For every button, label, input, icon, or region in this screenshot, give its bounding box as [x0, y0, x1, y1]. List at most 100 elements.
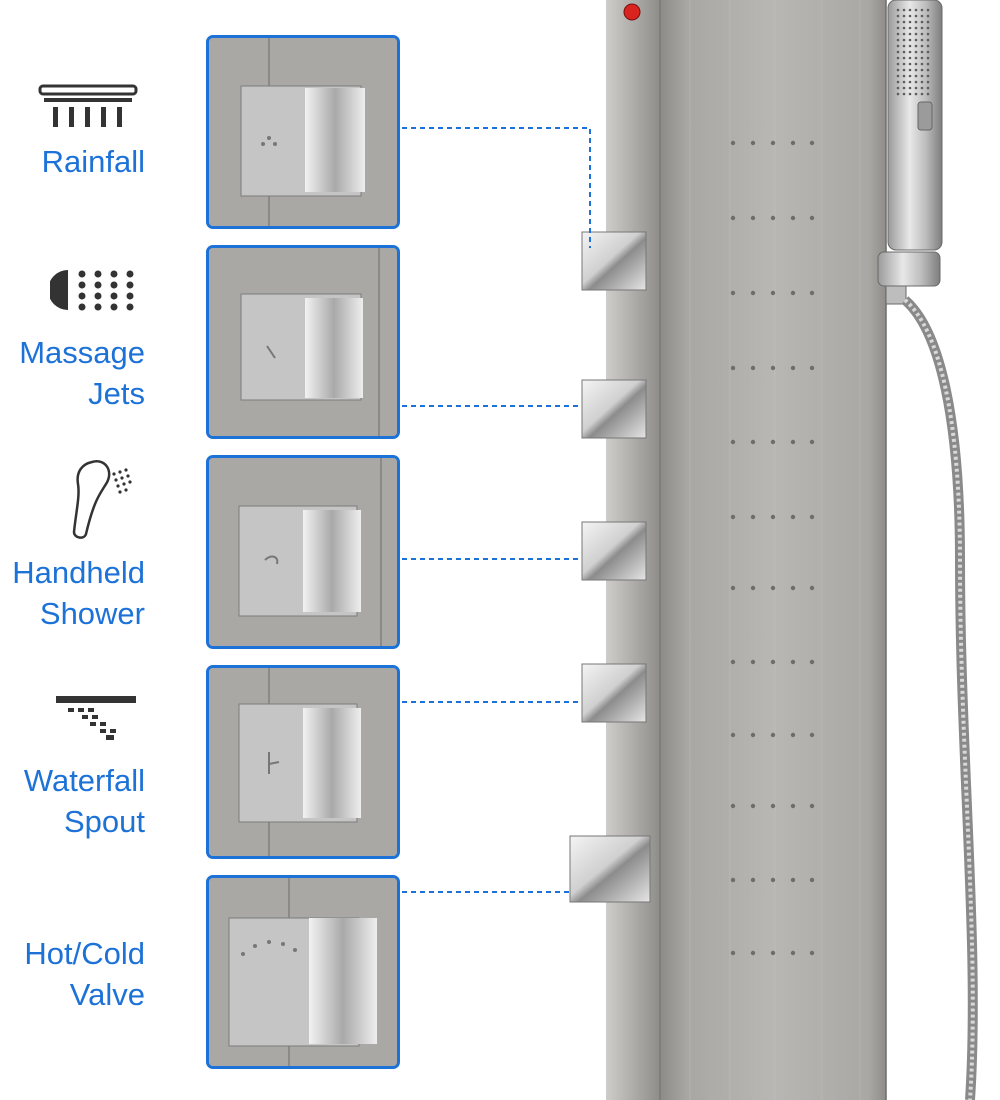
- handheld-nozzle: [896, 44, 900, 48]
- label-rainfall: Rainfall: [42, 141, 145, 182]
- thumb-handheld-knob: [206, 455, 400, 649]
- handheld-nozzle: [902, 44, 906, 48]
- handheld-nozzle: [914, 32, 918, 36]
- handheld-nozzle: [920, 14, 924, 18]
- jet-nozzle: [770, 514, 776, 520]
- handheld-nozzle: [902, 20, 906, 24]
- handheld-nozzle: [920, 20, 924, 24]
- jet-nozzle: [790, 803, 796, 809]
- handheld-nozzle: [926, 62, 930, 66]
- jet-nozzle: [790, 950, 796, 956]
- jet-nozzle: [750, 140, 756, 146]
- jet-nozzle: [750, 585, 756, 591]
- jet-nozzle: [730, 514, 736, 520]
- jet-nozzle: [750, 290, 756, 296]
- jet-nozzle: [770, 439, 776, 445]
- jet-nozzle: [770, 877, 776, 883]
- handheld-nozzle: [896, 8, 900, 12]
- handheld-nozzle: [908, 86, 912, 90]
- jet-nozzle: [809, 290, 815, 296]
- handheld-nozzle: [902, 92, 906, 96]
- jet-nozzle: [790, 585, 796, 591]
- jet-nozzle: [750, 215, 756, 221]
- handheld-nozzle: [908, 38, 912, 42]
- handheld-nozzle: [908, 20, 912, 24]
- handheld-nozzle: [914, 56, 918, 60]
- handheld-nozzle: [926, 56, 930, 60]
- handheld-nozzle: [926, 14, 930, 18]
- jet-nozzle: [770, 290, 776, 296]
- jet-nozzle: [790, 877, 796, 883]
- handheld-nozzle: [896, 26, 900, 30]
- handheld-nozzle: [908, 44, 912, 48]
- handheld-nozzle: [902, 50, 906, 54]
- handheld-nozzle: [920, 32, 924, 36]
- jet-nozzle: [790, 140, 796, 146]
- handheld-nozzle: [914, 68, 918, 72]
- handheld-nozzle: [926, 44, 930, 48]
- handheld-nozzle: [926, 20, 930, 24]
- jet-nozzle: [730, 659, 736, 665]
- handheld-nozzle: [914, 14, 918, 18]
- handheld-nozzle: [914, 74, 918, 78]
- handheld-nozzle: [896, 74, 900, 78]
- handheld-nozzle: [896, 50, 900, 54]
- label-line: Waterfall: [23, 763, 145, 798]
- handheld-nozzle: [914, 86, 918, 90]
- jet-nozzle: [809, 585, 815, 591]
- jet-nozzle: [750, 514, 756, 520]
- handheld-nozzle: [908, 32, 912, 36]
- jet-nozzle: [809, 950, 815, 956]
- label-waterfall-spout: Waterfall Spout: [24, 760, 145, 842]
- jet-nozzle: [770, 803, 776, 809]
- handheld-nozzle: [926, 38, 930, 42]
- handheld-nozzle: [920, 86, 924, 90]
- jet-nozzle: [750, 365, 756, 371]
- label-line: Massage: [19, 335, 145, 370]
- jet-nozzle: [730, 140, 736, 146]
- handheld-nozzle: [926, 92, 930, 96]
- handheld-nozzle: [896, 92, 900, 96]
- jet-nozzle: [770, 585, 776, 591]
- handheld-nozzle: [902, 26, 906, 30]
- jet-nozzle: [809, 803, 815, 809]
- handheld-nozzle: [914, 62, 918, 66]
- jet-nozzle: [790, 215, 796, 221]
- thumb-rainfall-knob: [206, 35, 400, 229]
- jet-nozzle: [809, 140, 815, 146]
- handheld-nozzle: [920, 56, 924, 60]
- handheld-nozzle: [908, 8, 912, 12]
- handheld-nozzle: [896, 86, 900, 90]
- jet-nozzle: [730, 585, 736, 591]
- handheld-nozzle: [926, 86, 930, 90]
- label-line: Valve: [69, 977, 145, 1012]
- jet-nozzle: [750, 950, 756, 956]
- jet-nozzle: [770, 140, 776, 146]
- jet-nozzle: [809, 659, 815, 665]
- jet-nozzle: [770, 659, 776, 665]
- massage-jets-icon: [50, 270, 134, 311]
- label-line: Rainfall: [41, 144, 145, 179]
- jet-nozzle: [750, 877, 756, 883]
- rainfall-icon: [38, 84, 138, 127]
- handheld-nozzle: [902, 86, 906, 90]
- handheld-nozzle: [908, 80, 912, 84]
- handheld-nozzle: [902, 68, 906, 72]
- handheld-nozzle: [926, 68, 930, 72]
- jet-nozzle: [750, 803, 756, 809]
- handheld-nozzle: [926, 80, 930, 84]
- handheld-nozzle: [914, 80, 918, 84]
- jet-nozzle: [730, 365, 736, 371]
- handheld-nozzle: [902, 56, 906, 60]
- label-line: Hot/Cold: [24, 936, 145, 971]
- label-handheld-shower: Handheld Shower: [12, 552, 145, 634]
- handheld-nozzle: [902, 38, 906, 42]
- handheld-nozzle: [896, 62, 900, 66]
- jet-nozzle: [730, 215, 736, 221]
- handheld-nozzle: [914, 38, 918, 42]
- handheld-nozzle: [908, 74, 912, 78]
- handheld-nozzle: [920, 62, 924, 66]
- handheld-nozzle: [920, 8, 924, 12]
- handheld-nozzle: [920, 26, 924, 30]
